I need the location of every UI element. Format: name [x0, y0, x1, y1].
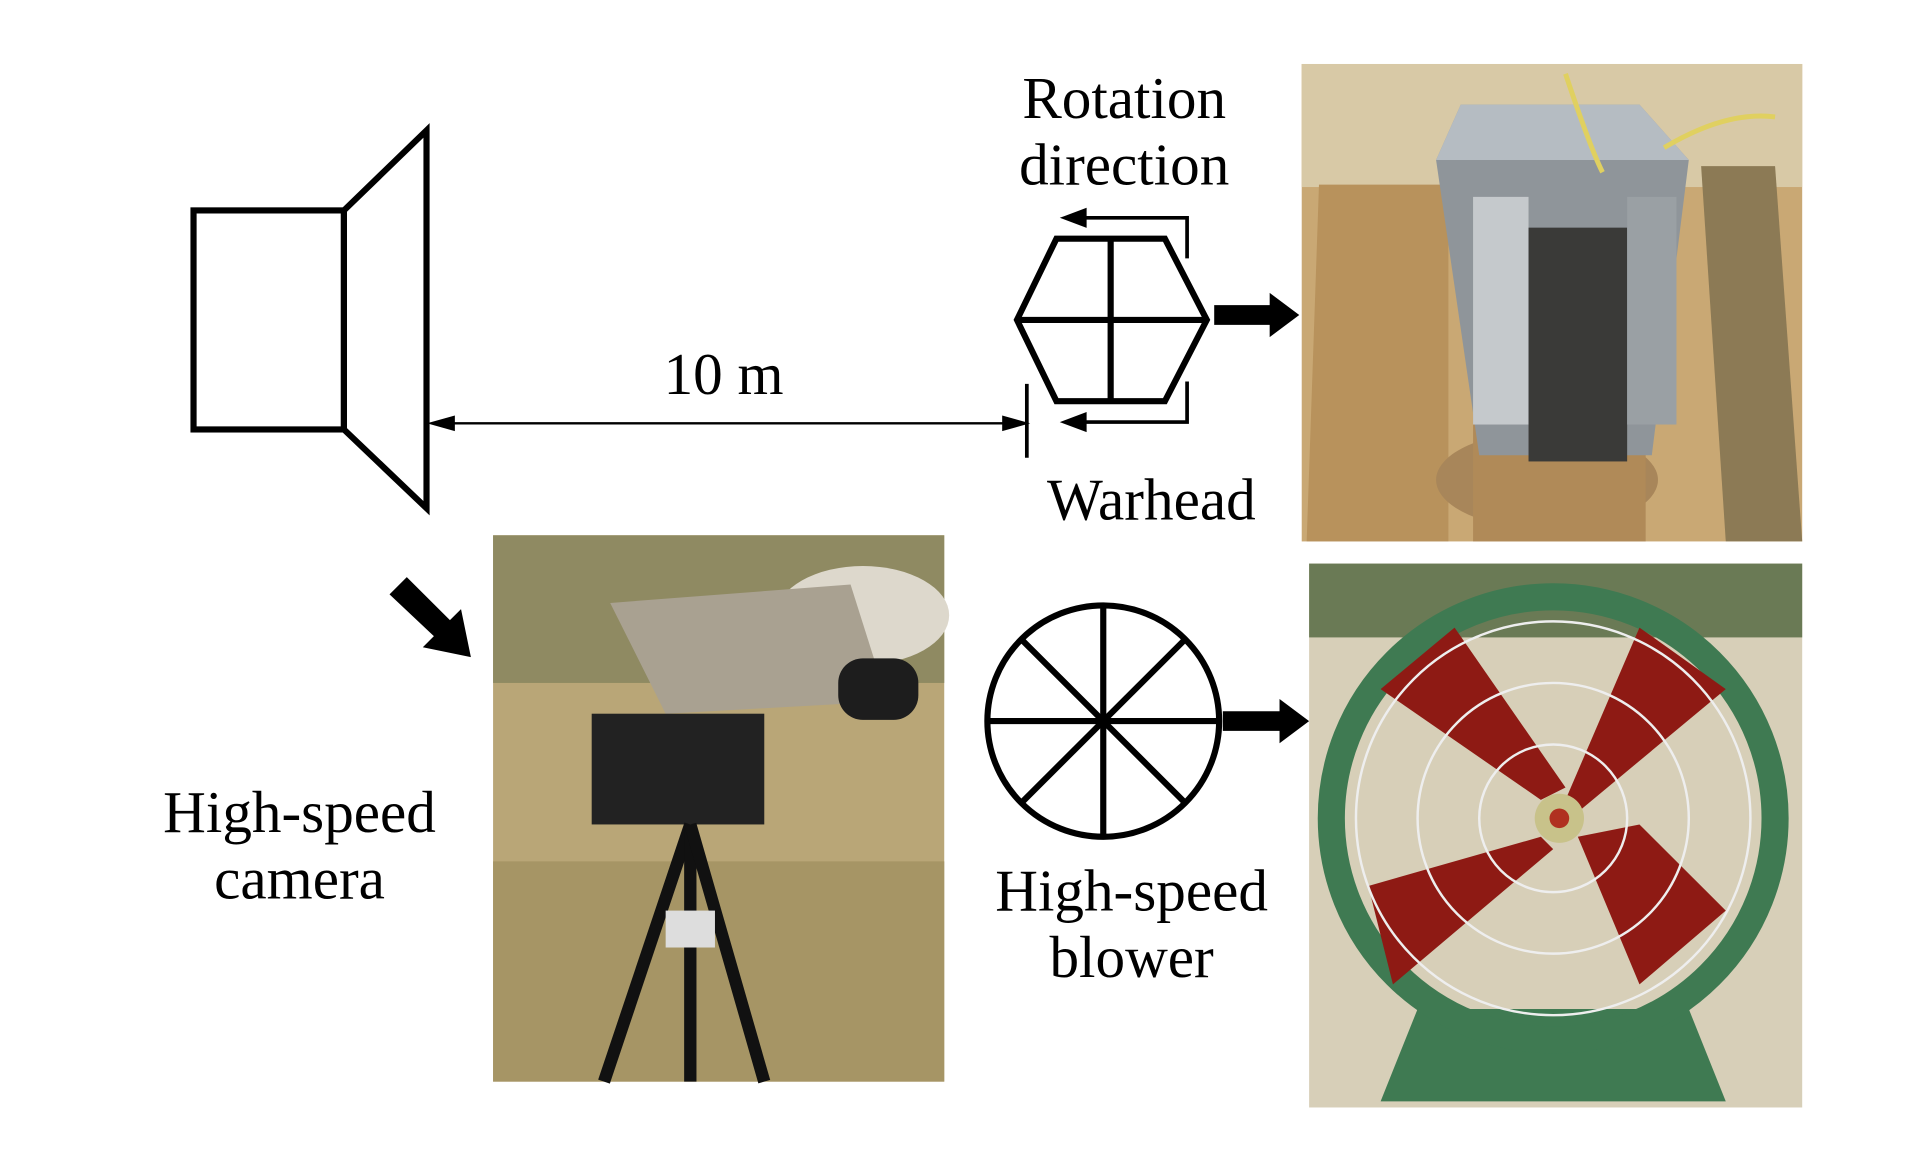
warhead-label: Warhead	[1047, 466, 1256, 532]
warhead-schematic-icon	[1013, 235, 1211, 405]
arrow-to-camera-photo-icon	[389, 577, 471, 658]
rotation-arrows-icon	[1059, 207, 1189, 433]
warhead-photo	[1301, 63, 1803, 542]
high-speed-camera-photo	[493, 535, 950, 1084]
arrow-to-warhead-photo-icon	[1214, 292, 1300, 338]
blower-label-line2: blower	[1049, 924, 1214, 990]
high-speed-blower-photo	[1309, 563, 1803, 1108]
camera-schematic-icon	[190, 123, 430, 516]
distance-arrow	[426, 383, 1031, 458]
rotation-label-line1: Rotation	[1022, 65, 1226, 131]
camera-label-line2: camera	[214, 845, 385, 911]
rotation-label-line2: direction	[1019, 132, 1229, 198]
arrow-to-blower-photo-icon	[1222, 698, 1310, 744]
blower-schematic-icon	[984, 602, 1223, 840]
distance-label: 10 m	[664, 341, 784, 407]
camera-label-line1: High-speed	[163, 779, 436, 845]
blower-label-line1: High-speed	[995, 858, 1268, 924]
